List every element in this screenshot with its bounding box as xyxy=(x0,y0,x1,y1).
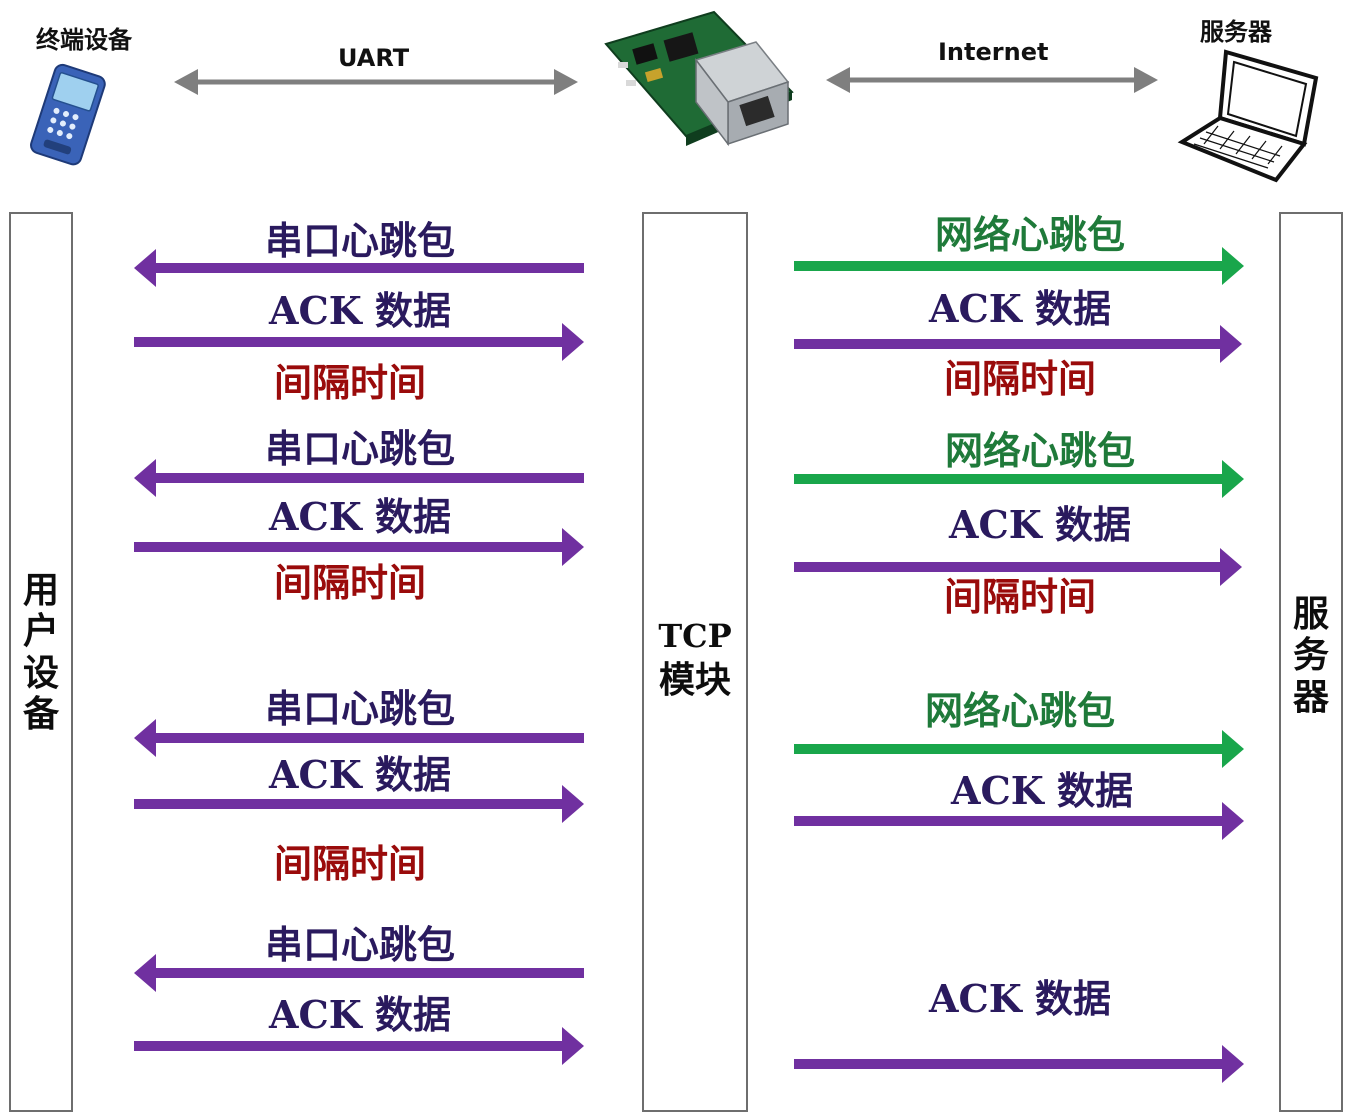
ack-data-label: ACK 数据 xyxy=(929,286,1111,331)
internet-double-arrow xyxy=(826,67,1158,93)
interval-label: 间隔时间 xyxy=(943,574,1097,619)
ack-data-arrow xyxy=(134,785,584,823)
network-heartbeat-arrow xyxy=(794,460,1244,498)
tcp-module-title-line2: 模块 xyxy=(658,659,731,701)
ack-data-label: ACK 数据 xyxy=(269,494,451,539)
ack-data-label: ACK 数据 xyxy=(269,288,451,333)
tcp-module-column: TCP 模块 xyxy=(642,212,748,1112)
network-heartbeat-label: 网络心跳包 xyxy=(934,212,1126,257)
network-heartbeat-label: 网络心跳包 xyxy=(944,428,1136,473)
ack-data-arrow xyxy=(794,802,1244,840)
network-heartbeat-arrow xyxy=(794,730,1244,768)
serial-heartbeat-arrow xyxy=(134,954,584,992)
ack-data-label: ACK 数据 xyxy=(929,976,1111,1021)
terminal-device-label: 终端设备 xyxy=(36,26,132,54)
ack-data-arrow xyxy=(134,528,584,566)
network-heartbeat-arrow xyxy=(794,247,1244,285)
user-device-column: 用户设备 xyxy=(9,212,73,1112)
serial-heartbeat-label: 串口心跳包 xyxy=(264,218,456,263)
ack-data-label: ACK 数据 xyxy=(269,752,451,797)
serial-heartbeat-label: 串口心跳包 xyxy=(264,686,456,731)
tcp-module-board-icon xyxy=(596,6,806,156)
serial-heartbeat-arrow xyxy=(134,459,584,497)
ack-data-arrow xyxy=(134,1027,584,1065)
ack-data-label: ACK 数据 xyxy=(269,992,451,1037)
handheld-terminal-icon xyxy=(10,62,122,166)
ack-data-label: ACK 数据 xyxy=(951,768,1133,813)
network-heartbeat-label: 网络心跳包 xyxy=(924,688,1116,733)
interval-label: 间隔时间 xyxy=(273,841,427,886)
serial-heartbeat-label: 串口心跳包 xyxy=(264,426,456,471)
tcp-module-title-line1: TCP xyxy=(658,617,732,655)
interval-label: 间隔时间 xyxy=(273,560,427,605)
internet-label: Internet xyxy=(938,38,1049,66)
server-column: 服务器 xyxy=(1279,212,1343,1112)
serial-heartbeat-label: 串口心跳包 xyxy=(264,922,456,967)
interval-label: 间隔时间 xyxy=(273,360,427,405)
uart-double-arrow xyxy=(174,69,578,95)
server-top-label: 服务器 xyxy=(1200,18,1272,46)
user-device-title: 用户设备 xyxy=(23,569,60,736)
laptop-icon xyxy=(1176,40,1326,185)
server-column-title: 服务器 xyxy=(1293,593,1330,718)
ack-data-arrow xyxy=(794,1045,1244,1083)
ack-data-arrow xyxy=(134,323,584,361)
ack-data-arrow xyxy=(794,548,1242,586)
serial-heartbeat-arrow xyxy=(134,719,584,757)
uart-label: UART xyxy=(338,44,410,72)
ack-data-label: ACK 数据 xyxy=(949,502,1131,547)
ack-data-arrow xyxy=(794,325,1242,363)
serial-heartbeat-arrow xyxy=(134,249,584,287)
interval-label: 间隔时间 xyxy=(943,356,1097,401)
